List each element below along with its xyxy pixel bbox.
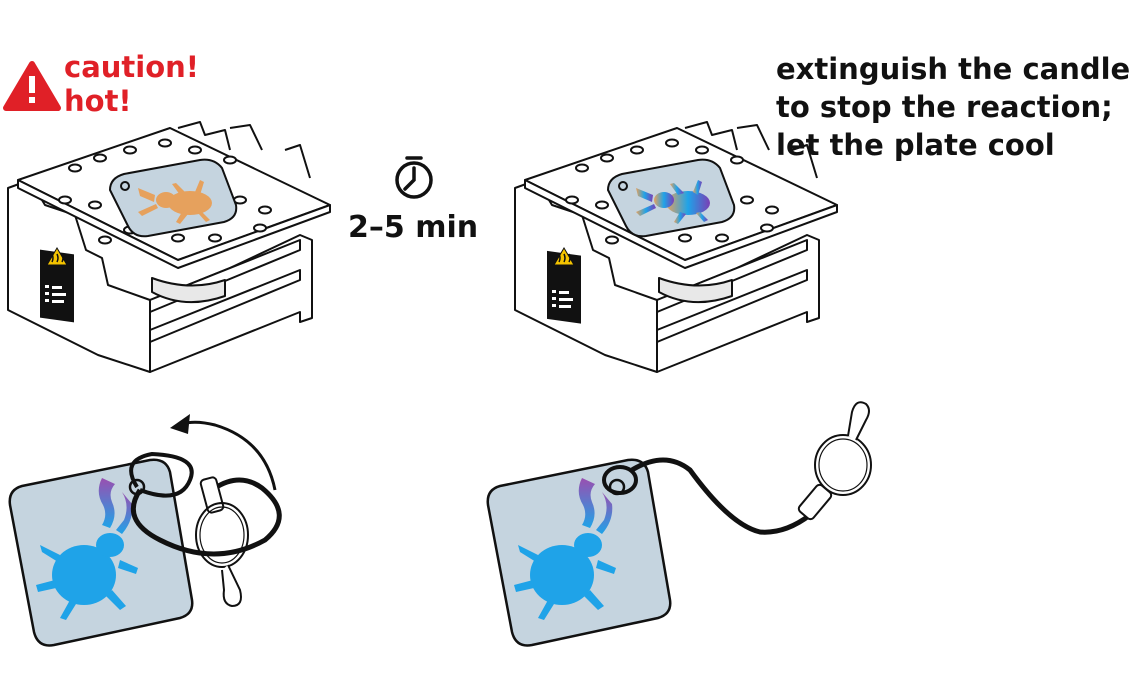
beetle-tag-left-icon <box>36 478 138 620</box>
caution-line-2: hot! <box>64 84 132 118</box>
beetle-tag-right-icon <box>514 478 616 620</box>
instruction-line-2: to stop the reaction; <box>776 90 1113 124</box>
hot-surface-label-icon <box>40 247 74 323</box>
hot-surface-label-icon <box>547 247 581 324</box>
plate-holes-left <box>58 138 272 245</box>
timer-label: 2–5 min <box>348 210 479 245</box>
stove-left <box>7 121 331 373</box>
instruction-text: extinguish the candle to stop the reacti… <box>776 50 1130 164</box>
plate-holes-right <box>565 138 779 245</box>
clock-icon <box>395 156 433 199</box>
instruction-line-1: extinguish the candle <box>776 52 1131 86</box>
instruction-line-3: let the plate cool <box>776 128 1055 162</box>
beetle-after-icon <box>636 180 710 224</box>
keychain-tag-left <box>8 451 282 647</box>
beetle-before-icon <box>138 180 212 224</box>
caution-warning: caution! hot! <box>64 50 199 118</box>
caution-line-1: caution! <box>64 50 200 84</box>
rotate-arrow-icon <box>170 414 277 491</box>
heat-plate-after <box>606 158 736 238</box>
heat-plate-before <box>108 158 238 238</box>
keychain-tag-right <box>486 401 872 647</box>
warning-triangle-icon <box>3 61 61 111</box>
